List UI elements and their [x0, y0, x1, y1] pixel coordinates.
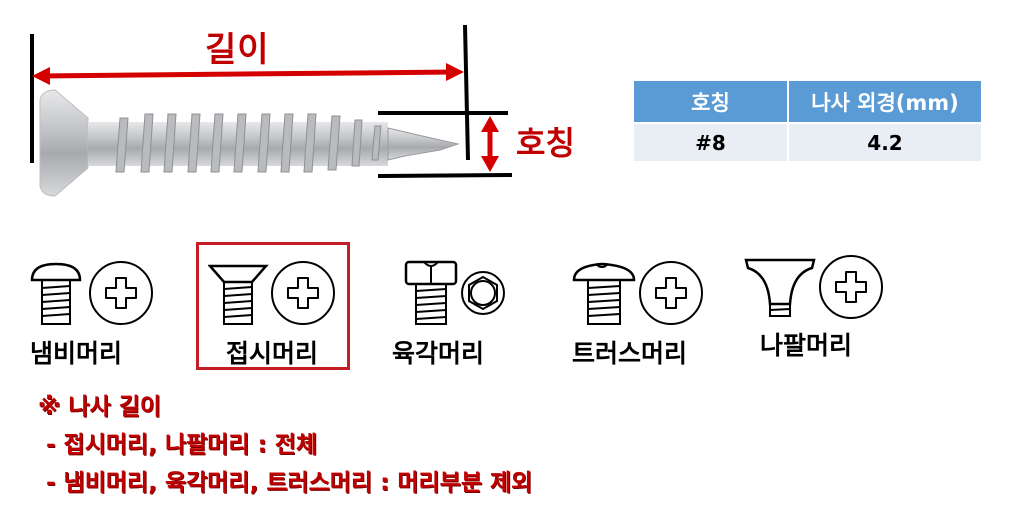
diameter-label: 호칭	[516, 124, 575, 162]
note-line: - 접시머리, 나팔머리 : 전체	[38, 432, 318, 458]
head-type-pan: 냄비머리	[28, 258, 154, 370]
cell-nominal: #8	[634, 122, 789, 161]
head-type-label: 냄비머리	[30, 339, 123, 368]
head-type-label: 접시머리	[225, 339, 318, 368]
phillips-icon	[89, 261, 153, 325]
head-type-hex: 육각머리	[392, 258, 506, 370]
table-row: #8 4.2	[634, 122, 983, 161]
screw-measurement-diagram	[30, 24, 513, 197]
phillips-icon	[271, 261, 335, 325]
spec-table: 호칭 나사 외경(mm) #8 4.2	[634, 81, 983, 161]
head-type-truss: 트러스머리	[572, 258, 704, 370]
cell-outer-diameter: 4.2	[788, 122, 983, 161]
head-type-label: 육각머리	[392, 339, 485, 368]
phillips-icon	[819, 255, 883, 319]
length-label: 길이	[205, 30, 270, 70]
notes-title: ※ 나사 길이	[38, 394, 162, 420]
head-type-bugle: 나팔머리	[744, 254, 884, 362]
hex-socket-icon	[461, 271, 505, 315]
table-header-row: 호칭 나사 외경(mm)	[634, 81, 983, 123]
length-notes: ※ 나사 길이 - 접시머리, 나팔머리 : 전체 - 냄비머리, 육각머리, …	[38, 388, 532, 502]
flat-head-screw-icon	[208, 264, 269, 325]
header-nominal: 호칭	[634, 81, 789, 123]
truss-head-screw-icon	[572, 262, 636, 325]
head-type-label: 나팔머리	[760, 331, 853, 360]
header-outer-diameter: 나사 외경(mm)	[788, 81, 983, 123]
phillips-icon	[639, 261, 703, 325]
hex-head-screw-icon	[404, 260, 458, 325]
head-type-flat: 접시머리	[208, 258, 336, 370]
selected-head-type-box	[196, 242, 350, 370]
pan-head-screw-icon	[30, 262, 82, 325]
bugle-head-screw-icon	[744, 258, 816, 317]
note-line: - 냄비머리, 육각머리, 트러스머리 : 머리부분 제외	[38, 470, 533, 496]
head-type-label: 트러스머리	[572, 339, 688, 368]
